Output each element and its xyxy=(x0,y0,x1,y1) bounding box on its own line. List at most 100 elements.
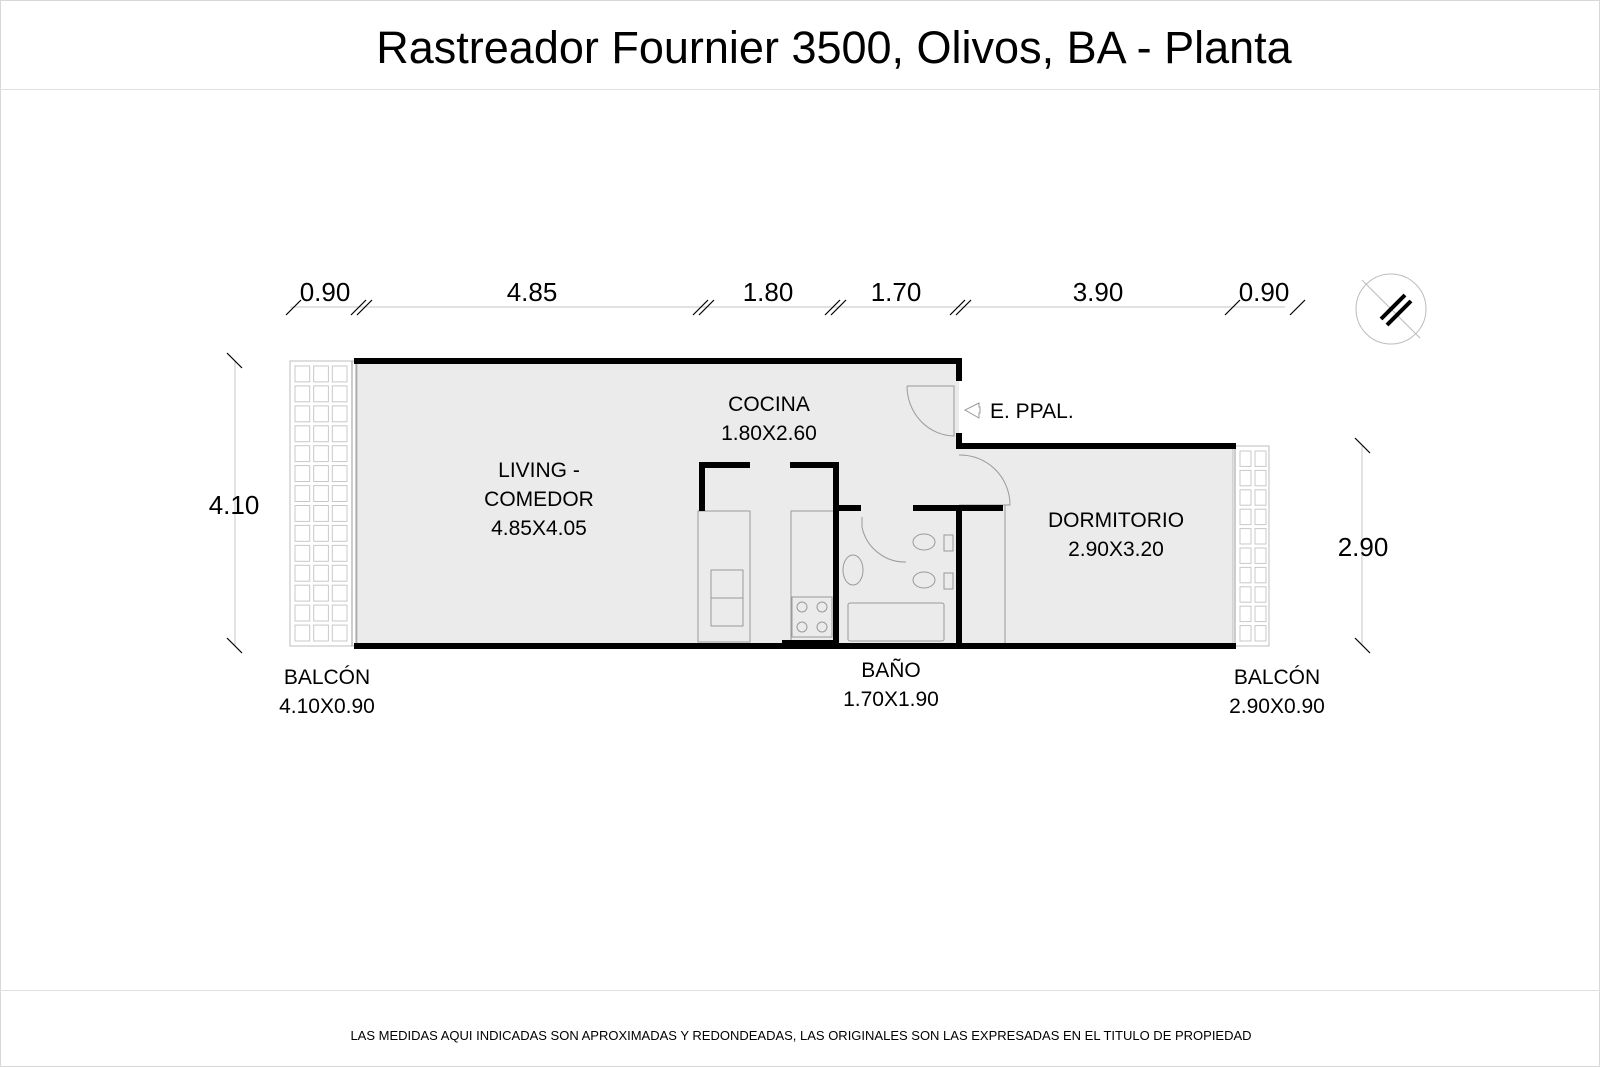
balcony-tile xyxy=(294,365,311,383)
dimension-labels: 0.90 4.85 1.80 1.70 3.90 0.90 4.10 2.90 xyxy=(209,277,1389,562)
balcony-tile xyxy=(294,564,311,582)
cocina-size: 1.80X2.60 xyxy=(721,422,817,445)
bedroom-door xyxy=(958,454,1011,506)
header-divider xyxy=(0,89,1600,90)
balcony-tile xyxy=(294,385,311,403)
doors xyxy=(906,385,1011,646)
balcony-tile xyxy=(1239,547,1252,564)
balcony-tile xyxy=(1254,450,1267,467)
balcony-tile xyxy=(1254,489,1267,506)
balcony-tile xyxy=(1239,586,1252,603)
balcony-tile xyxy=(313,505,329,522)
balcony-tile xyxy=(1254,508,1267,526)
balcony-tile xyxy=(331,624,348,642)
dimension-lines xyxy=(226,299,1371,654)
washbasin-icon xyxy=(842,554,864,586)
balcony-tile xyxy=(1254,528,1267,545)
balcony-tile xyxy=(313,544,329,562)
toilet-icon xyxy=(912,533,936,551)
balcony-tile xyxy=(331,485,348,503)
balcony-tile xyxy=(331,365,348,383)
balcony-tile xyxy=(1254,566,1267,584)
balcony-tile xyxy=(294,544,311,562)
balcony-tile xyxy=(1239,528,1252,545)
balcon-right-size: 2.90X0.90 xyxy=(1229,695,1325,718)
balcony-tile xyxy=(313,465,329,483)
balcony-right xyxy=(1232,445,1270,647)
dim-top-5: 3.90 xyxy=(1073,277,1124,307)
balcony-tile xyxy=(1254,469,1267,487)
bano-size: 1.70X1.90 xyxy=(843,688,939,711)
balcon-left-name: BALCÓN xyxy=(284,666,370,689)
balcony-tile xyxy=(294,405,311,423)
dim-top-4: 1.70 xyxy=(871,277,922,307)
room-labels: COCINA 1.80X2.60 LIVING - COMEDOR 4.85X4… xyxy=(279,393,1325,718)
kitchen-step xyxy=(782,640,836,649)
balcony-tile xyxy=(1254,605,1267,623)
bathtub-icon xyxy=(847,602,945,642)
dim-top-3: 1.80 xyxy=(743,277,794,307)
balcony-tile xyxy=(313,425,329,443)
living-name-line1: LIVING - xyxy=(498,459,580,482)
balcony-left xyxy=(289,360,358,647)
living-floor xyxy=(357,361,959,646)
balcony-tile xyxy=(313,405,329,423)
balcony-tile xyxy=(294,624,311,642)
balcon-right-name: BALCÓN xyxy=(1234,666,1320,689)
balcony-tile xyxy=(313,445,329,463)
balcony-tile xyxy=(313,365,329,383)
balcony-tile xyxy=(331,425,348,443)
balcony-tile xyxy=(1254,586,1267,603)
balcony-tile xyxy=(1254,547,1267,564)
bathroom-fixtures xyxy=(842,517,954,642)
disclaimer-note: LAS MEDIDAS AQUI INDICADAS SON APROXIMAD… xyxy=(350,1028,1252,1043)
dim-right-height: 2.90 xyxy=(1338,532,1389,562)
balcony-tile xyxy=(294,485,311,503)
living-size: 4.85X4.05 xyxy=(491,517,587,540)
balcony-tile xyxy=(313,524,329,542)
dim-top-2: 4.85 xyxy=(507,277,558,307)
dormitorio-name: DORMITORIO xyxy=(1048,509,1184,532)
dim-top-1: 0.90 xyxy=(300,277,351,307)
main-door xyxy=(906,385,955,437)
entrada-name: E. PPAL. xyxy=(990,400,1074,423)
balcony-tile xyxy=(294,445,311,463)
balcony-tile xyxy=(313,485,329,503)
balcon-left-size: 4.10X0.90 xyxy=(279,695,375,718)
balcony-tile xyxy=(1254,625,1267,642)
balcony-tile xyxy=(1239,625,1252,642)
balcony-tile xyxy=(313,564,329,582)
balcony-tile xyxy=(294,604,311,622)
balcony-tile xyxy=(294,505,311,522)
balcony-tile xyxy=(331,604,348,622)
cocina-name: COCINA xyxy=(728,393,810,416)
stove-icon xyxy=(791,596,833,638)
living-name-line2: COMEDOR xyxy=(484,488,594,511)
balcony-tile xyxy=(313,584,329,602)
bano-name: BAÑO xyxy=(861,658,921,682)
dim-left-height: 4.10 xyxy=(209,490,260,520)
balcony-tile xyxy=(1239,508,1252,526)
balcony-tile xyxy=(331,405,348,423)
footer-divider xyxy=(0,990,1600,991)
balcony-tile xyxy=(1239,469,1252,487)
balcony-tile xyxy=(331,564,348,582)
balcony-tile xyxy=(1239,566,1252,584)
balcony-tile xyxy=(294,584,311,602)
balcony-tile xyxy=(294,524,311,542)
balcony-tile xyxy=(331,465,348,483)
compass-north-icon xyxy=(1355,273,1427,345)
balcony-tile xyxy=(313,604,329,622)
balcony-tile xyxy=(294,425,311,443)
balcony-tile xyxy=(331,385,348,403)
balcony-tile xyxy=(331,445,348,463)
balcony-tile xyxy=(1239,489,1252,506)
balcony-tile xyxy=(294,465,311,483)
balcony-tile xyxy=(331,544,348,562)
balcony-tile xyxy=(331,584,348,602)
balcony-tile xyxy=(1239,450,1252,467)
balcony-tile xyxy=(313,624,329,642)
balcony-tile xyxy=(331,505,348,522)
dormitorio-size: 2.90X3.20 xyxy=(1068,538,1164,561)
